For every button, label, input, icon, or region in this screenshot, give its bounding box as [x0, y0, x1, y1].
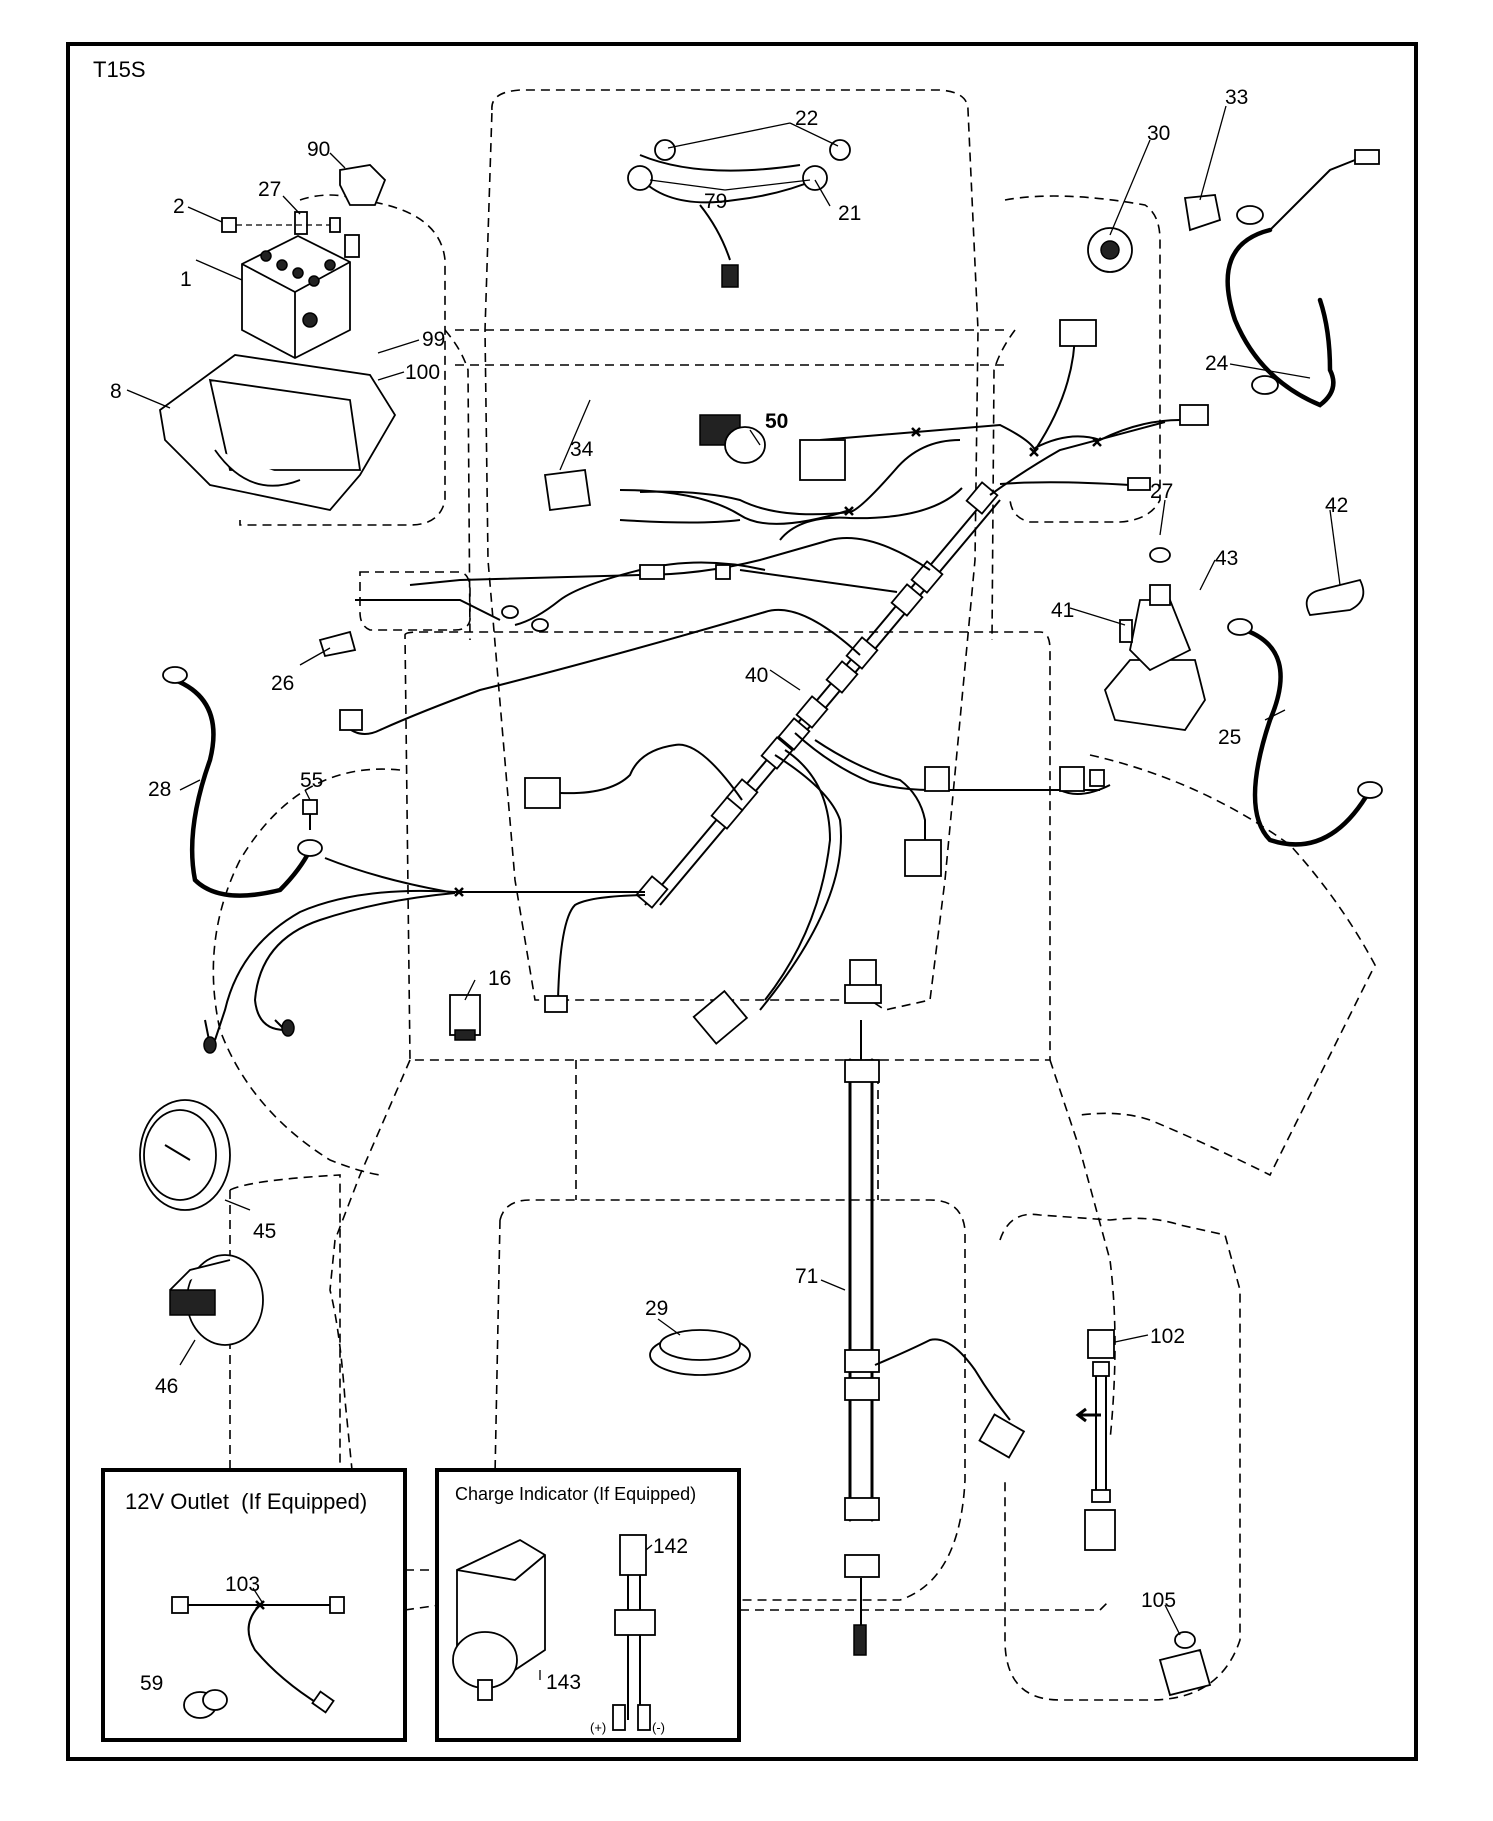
polarity-minus: (-) — [652, 1720, 665, 1735]
switch-105 — [1158, 1631, 1212, 1697]
cable-24 — [1225, 149, 1380, 408]
connectors-misc — [203, 319, 1209, 1054]
leader-lines — [126, 105, 1341, 1636]
battery-tray — [159, 312, 397, 511]
callout-34: 34 — [570, 438, 594, 461]
callout-27b: 27 — [1150, 480, 1173, 503]
cable-28 — [162, 666, 323, 898]
callout-29: 29 — [645, 1297, 668, 1320]
fuel-gauge-46 — [169, 1254, 264, 1346]
hourmeter-45 — [139, 1099, 231, 1211]
callout-40: 40 — [745, 664, 768, 687]
callout-79: 79 — [704, 190, 727, 213]
outline-regions — [212, 89, 1376, 1701]
callout-90: 90 — [307, 138, 330, 161]
callout-50: 50 — [765, 410, 788, 433]
callout-27a: 27 — [258, 178, 281, 201]
callout-46: 46 — [155, 1375, 178, 1398]
callout-25: 25 — [1218, 726, 1241, 749]
callout-59: 59 — [140, 1672, 163, 1695]
polarity-plus: (+) — [590, 1720, 606, 1735]
fuse-26 — [318, 630, 357, 658]
solenoid-43 — [1103, 547, 1206, 731]
inset-charge-title: Charge Indicator (If Equipped) — [455, 1484, 696, 1504]
callout-22: 22 — [795, 107, 818, 130]
switch-34 — [543, 468, 851, 525]
callout-143: 143 — [546, 1671, 581, 1694]
diagram-label: T15S — [93, 57, 146, 82]
callout-103: 103 — [225, 1573, 260, 1596]
callout-labels: T15S 1 2 8 16 21 22 24 25 26 27 27 28 29… — [93, 57, 1348, 1735]
inset-12v-title: 12V Outlet (If Equipped) — [125, 1489, 367, 1514]
battery-bolt — [221, 217, 341, 233]
callout-26: 26 — [271, 672, 294, 695]
cable-25 — [1227, 618, 1383, 847]
cap-29 — [649, 1329, 751, 1376]
callout-30: 30 — [1147, 122, 1170, 145]
callout-41: 41 — [1051, 599, 1074, 622]
bolt-55 — [302, 799, 318, 830]
callout-71: 71 — [795, 1265, 818, 1288]
callout-2: 2 — [173, 195, 185, 218]
relay-16 — [449, 994, 481, 1041]
callout-8: 8 — [110, 380, 122, 403]
callout-142: 142 — [653, 1535, 688, 1558]
harness-102 — [1075, 1329, 1116, 1551]
harness-71 — [844, 959, 1026, 1656]
callout-43: 43 — [1215, 547, 1238, 570]
callout-99: 99 — [422, 328, 445, 351]
callout-42: 42 — [1325, 494, 1348, 517]
headlight-assembly — [627, 139, 851, 288]
battery — [241, 211, 360, 360]
callout-1: 1 — [180, 268, 192, 291]
callout-105: 105 — [1141, 1589, 1176, 1612]
switch-50 — [699, 414, 766, 464]
inset-charge-indicator — [435, 1468, 741, 1742]
callout-28: 28 — [148, 778, 171, 801]
callout-100: 100 — [405, 361, 440, 384]
main-wire-harness — [214, 329, 1181, 1041]
boot-42 — [1305, 578, 1365, 616]
callout-102: 102 — [1150, 1325, 1185, 1348]
callout-33: 33 — [1225, 86, 1248, 109]
callout-24: 24 — [1205, 352, 1229, 375]
battery-cover — [339, 164, 387, 206]
callout-45: 45 — [253, 1220, 276, 1243]
callout-21: 21 — [838, 202, 861, 225]
ignition-switch — [1087, 194, 1222, 273]
diagram-frame — [66, 42, 1418, 1761]
callout-16: 16 — [488, 967, 511, 990]
callout-55: 55 — [300, 769, 323, 792]
inset-12v-outlet — [101, 1468, 407, 1742]
